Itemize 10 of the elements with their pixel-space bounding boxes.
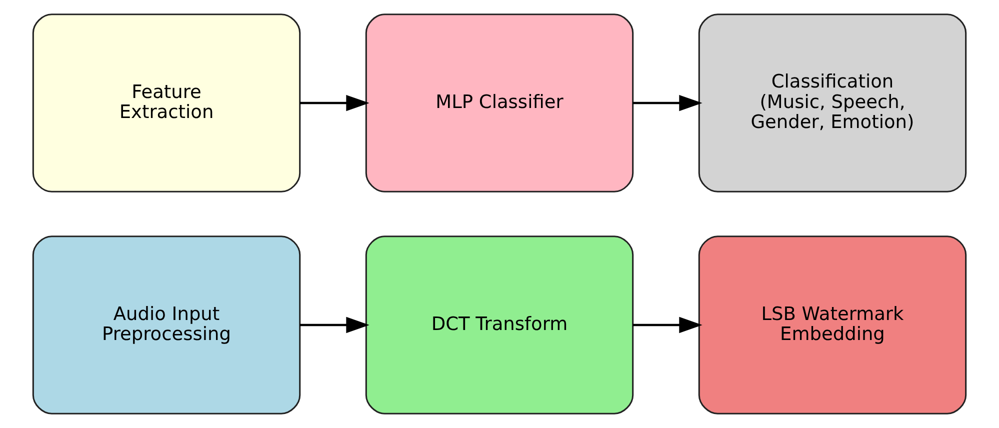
arrow: [632, 94, 702, 112]
node-box: LSB Watermark Embedding: [698, 236, 967, 414]
node-box: Audio Input Preprocessing: [32, 236, 301, 414]
arrow: [300, 94, 370, 112]
node-box: DCT Transform: [365, 236, 634, 414]
node-box: Classification (Music, Speech, Gender, Emotion): [698, 14, 967, 192]
arrow: [632, 316, 702, 334]
arrow: [300, 316, 370, 334]
node-box: Feature Extraction: [32, 14, 301, 192]
node-box: MLP Classifier: [365, 14, 634, 192]
